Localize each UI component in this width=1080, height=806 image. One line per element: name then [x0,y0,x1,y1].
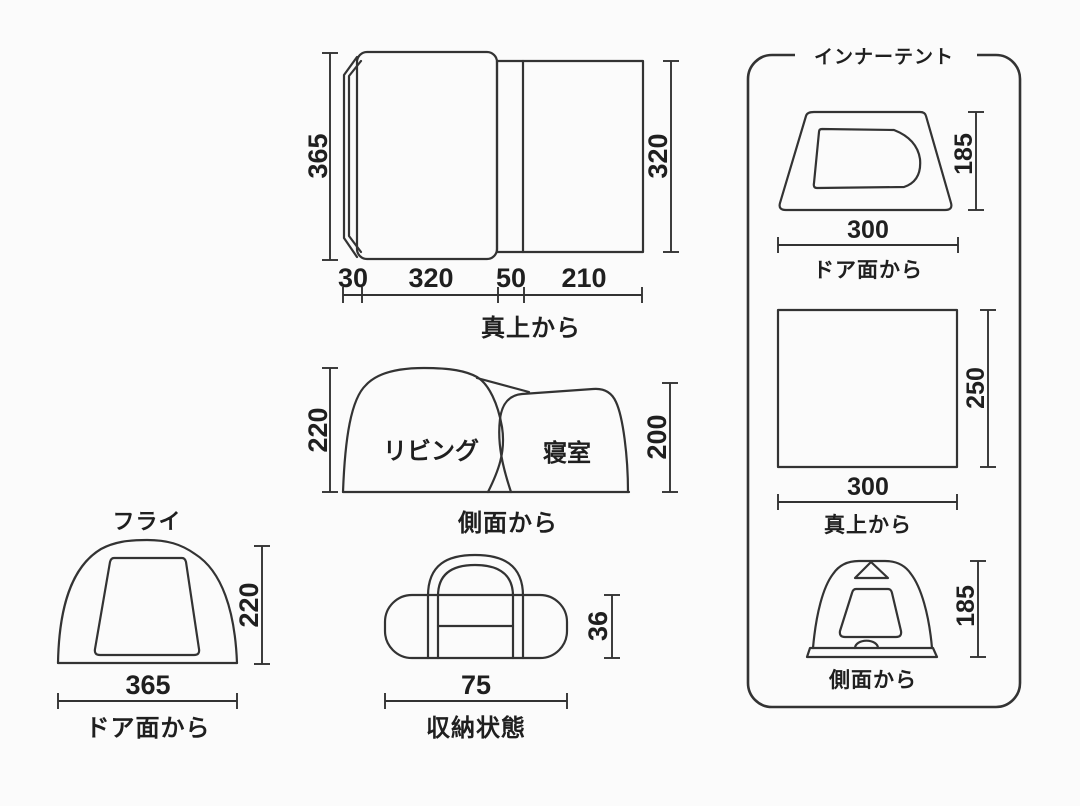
plan-left-flap-outer-edge [342,55,359,259]
inner-door-dim-height-value: 185 [950,133,978,175]
inner-side-view: 185 側面から [805,559,986,692]
inner-side-bell-outline [811,559,934,650]
fly-dome-outline [56,538,239,665]
side-view-caption: 側面から [457,510,558,537]
inner-door-body-outline [778,110,953,212]
side-living-label: リビング [383,438,479,465]
bag-dim-width-value: 75 [461,670,491,700]
inner-door-dim-width-value: 300 [847,216,889,244]
fly-view: フライ 220 365 ドア面から [56,509,270,742]
inner-top-floor-outline [776,308,959,469]
side-view: 220 200 リビング 寝室 側面から [303,366,678,537]
inner-side-vent-triangle [853,560,890,580]
plan-living-roof-outline [355,50,499,261]
plan-bedroom-outline [495,59,645,254]
plan-dim-right-value: 320 [643,133,673,178]
bag-body-outline [383,593,569,660]
fly-view-title: フライ [112,509,181,534]
side-bedroom-dome-outline [498,387,630,494]
bag-dim-height-value: 36 [583,611,613,641]
plan-seg-320: 320 [408,263,453,293]
inner-top-view-caption: 真上から [824,513,912,537]
side-bedroom-label: 寝室 [543,439,591,467]
plan-view-caption: 真上から [481,314,581,342]
plan-seg-30: 30 [338,263,368,293]
fly-view-caption: ドア面から [86,715,211,742]
side-dim-left-value: 220 [303,407,333,452]
plan-view: 365 320 30 320 50 210 真上から [303,50,679,342]
plan-dim-left-value: 365 [303,133,333,178]
inner-door-view: 185 300 ドア面から [777,110,984,282]
inner-top-dim-width-value: 300 [847,473,889,501]
fly-dim-width-value: 365 [125,670,170,700]
fly-dim-height-value: 220 [234,582,264,627]
side-dim-right-value: 200 [642,414,672,459]
inner-side-base-bump [853,639,880,650]
side-ridge-line [475,376,531,394]
side-living-dome-outline [341,366,505,494]
plan-left-flap-inner-edge [347,59,363,254]
inner-side-base-strip [805,646,939,659]
fly-door-outline [93,556,201,657]
inner-top-view: 250 300 真上から [776,308,996,537]
storage-view-caption: 収納状態 [426,714,526,742]
inner-door-view-caption: ドア面から [813,259,923,282]
bag-handle-inner [436,563,515,598]
inner-side-view-caption: 側面から [828,669,917,692]
inner-tent-title-mask [795,43,977,67]
plan-seg-210: 210 [561,263,606,293]
storage-view: 36 75 収納状態 [383,553,620,742]
inner-side-dim-height-value: 185 [952,585,980,627]
inner-tent-title: インナーテント [814,47,954,68]
inner-side-window-outline [838,587,903,639]
plan-seg-50: 50 [496,263,526,293]
inner-tent-panel: インナーテント 185 300 ドア面から 250 300 真上 [746,43,1022,709]
inner-door-opening-outline [812,127,922,190]
inner-top-dim-height-value: 250 [962,367,990,409]
bag-handle-outer [426,553,525,598]
